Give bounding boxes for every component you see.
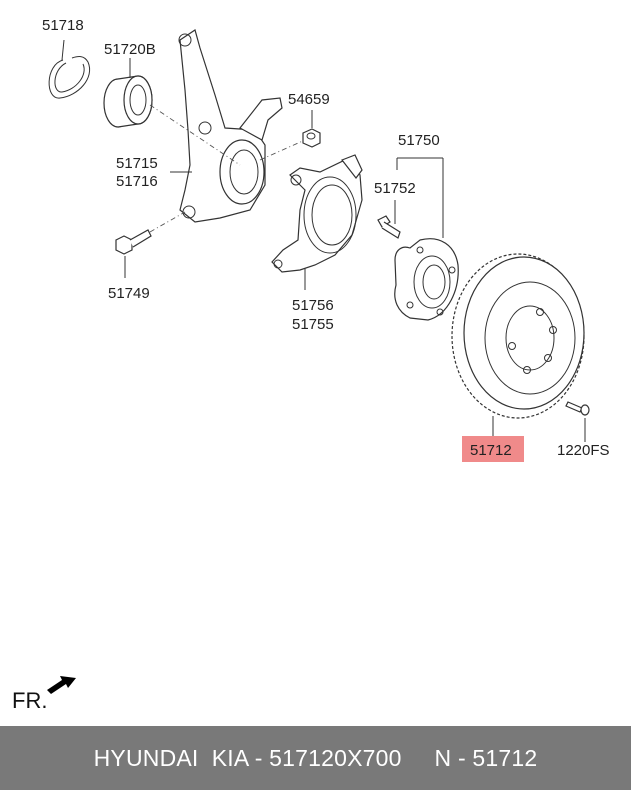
part-label-51716: 51716 [116, 173, 158, 190]
bearing-drawing [103, 58, 153, 128]
bolt-drawing [115, 211, 186, 278]
part-label-51749: 51749 [108, 285, 150, 302]
part-label-54659: 54659 [288, 91, 330, 108]
part-label-1220fs: 1220FS [557, 442, 610, 459]
part-label-51755: 51755 [292, 316, 334, 333]
part-label-51715: 51715 [116, 155, 158, 172]
direction-arrow-icon [47, 676, 76, 694]
part-label-51756: 51756 [292, 297, 334, 314]
footer-bar: HYUNDAI KIA - 517120X700 N - 51712 [0, 726, 631, 790]
part-label-51750: 51750 [398, 132, 440, 149]
footer-text: HYUNDAI KIA - 517120X700 N - 51712 [93, 744, 538, 771]
hub-drawing [377, 157, 459, 321]
screw-drawing [565, 401, 590, 442]
part-label-51720b: 51720B [104, 41, 156, 58]
part-label-51752: 51752 [374, 180, 416, 197]
part-label-51712: 51712 [470, 442, 512, 459]
parts-diagram: 51718 51720B 51715 51716 54659 51749 [42, 17, 610, 694]
dust-shield-drawing [271, 154, 363, 290]
highlight-box [462, 436, 524, 462]
brake-disc-drawing [451, 253, 585, 436]
direction-label: FR. [12, 688, 48, 713]
snap-ring-drawing [48, 39, 91, 99]
part-label-51718: 51718 [42, 17, 84, 34]
knuckle-drawing [149, 29, 306, 223]
nut-drawing [302, 110, 321, 148]
